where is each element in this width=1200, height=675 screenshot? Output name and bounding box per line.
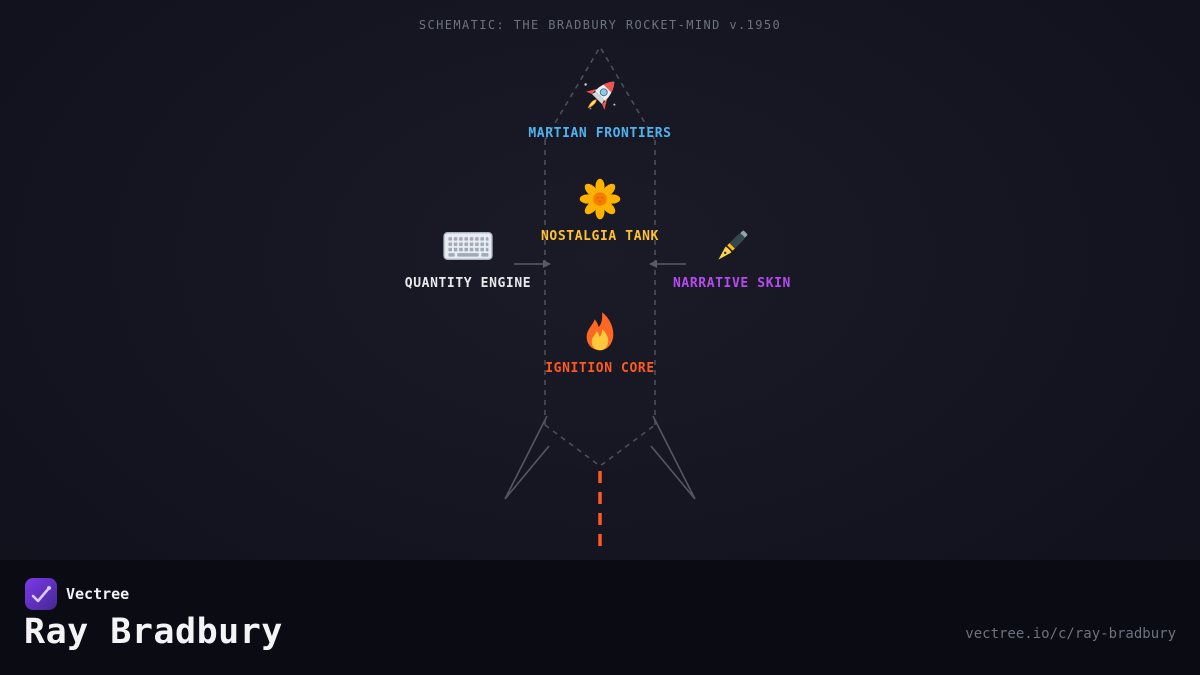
brand-name: Vectree — [66, 585, 130, 603]
node-quantity-engine: QUANTITY ENGINE — [348, 224, 588, 291]
profile-name: Ray Bradbury — [24, 612, 283, 652]
fin-right — [650, 415, 696, 500]
fin-left — [504, 415, 550, 500]
footer: Vectree Ray Bradbury vectree.io/c/ray-br… — [0, 560, 1200, 675]
node-narrative-skin: NARRATIVE SKIN — [612, 224, 852, 291]
node-label-quantity-engine: QUANTITY ENGINE — [404, 276, 532, 291]
profile-url: vectree.io/c/ray-bradbury — [965, 626, 1176, 642]
node-label-martian-frontiers: MARTIAN FRONTIERS — [528, 126, 672, 141]
fountain-pen-icon — [718, 230, 748, 260]
vectree-logo-icon — [25, 578, 57, 610]
node-label-ignition-core: IGNITION CORE — [545, 361, 655, 376]
node-label-nostalgia-tank: NOSTALGIA TANK — [541, 229, 659, 244]
node-nostalgia-tank: NOSTALGIA TANK — [480, 177, 720, 244]
schematic-title: SCHEMATIC: THE BRADBURY ROCKET-MIND v.19… — [418, 18, 782, 32]
tail-taper — [544, 424, 656, 467]
rocket-fins — [504, 415, 696, 500]
fire-icon — [586, 312, 614, 351]
rocket-icon — [584, 81, 616, 110]
node-ignition-core: IGNITION CORE — [480, 309, 720, 376]
node-martian-frontiers: MARTIAN FRONTIERS — [480, 74, 720, 141]
flower-icon — [579, 178, 621, 220]
node-label-narrative-skin: NARRATIVE SKIN — [673, 276, 791, 291]
keyboard-icon — [443, 232, 493, 260]
